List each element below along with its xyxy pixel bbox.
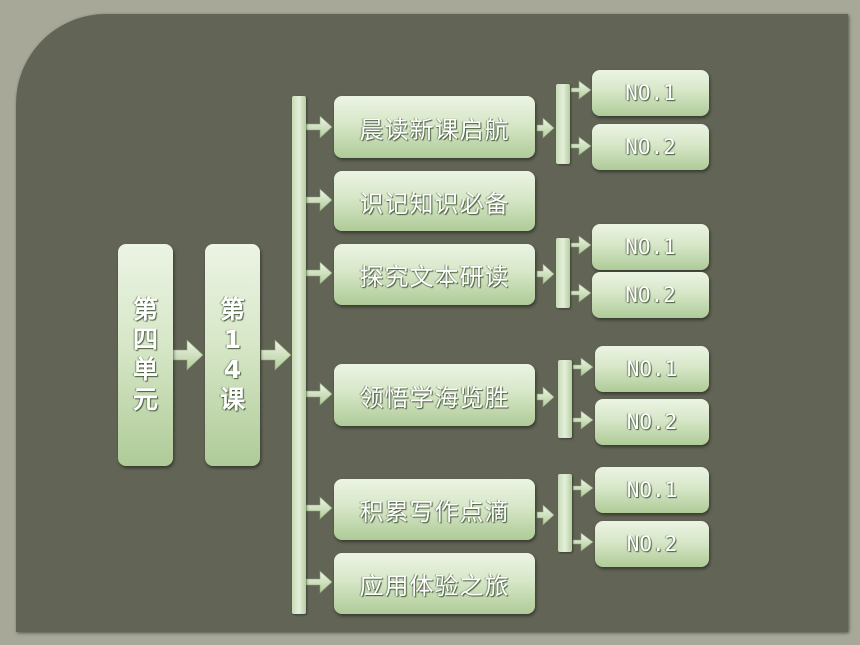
arrow-bar-to-section-3 bbox=[305, 261, 333, 285]
arrow-sub-4-no1 bbox=[572, 357, 594, 377]
unit-box: 第 四 单 元 bbox=[118, 244, 173, 466]
section-3-no1-box: NO.1 bbox=[592, 224, 709, 270]
lesson-char-2: 1 bbox=[223, 325, 242, 354]
section-box-4: 领悟学海览胜 bbox=[334, 364, 535, 426]
section-box-6: 应用体验之旅 bbox=[334, 553, 535, 614]
arrow-section-3-to-sub bbox=[536, 263, 555, 285]
arrow-root-to-lesson bbox=[172, 339, 204, 371]
sub-bracket-bar-3 bbox=[556, 238, 570, 308]
arrow-sub-3-no1 bbox=[570, 235, 592, 255]
lesson-char-1: 第 bbox=[219, 295, 245, 324]
section-box-1: 晨读新课启航 bbox=[334, 96, 535, 158]
unit-char-3: 单 bbox=[132, 355, 158, 384]
arrow-sub-4-no2 bbox=[572, 410, 594, 430]
arrow-sub-5-no1 bbox=[572, 478, 594, 498]
unit-char-4: 元 bbox=[132, 385, 158, 414]
lesson-box: 第 1 4 课 bbox=[205, 244, 260, 466]
section-4-no1-box: NO.1 bbox=[595, 346, 709, 392]
section-3-no2-box: NO.2 bbox=[592, 272, 709, 318]
section-box-5: 积累写作点滴 bbox=[334, 479, 535, 540]
arrow-section-1-to-sub bbox=[536, 117, 555, 139]
lesson-char-3: 4 bbox=[223, 355, 242, 384]
arrow-sub-1-no1 bbox=[570, 80, 592, 100]
section-box-3: 探究文本研读 bbox=[334, 244, 535, 305]
arrow-sub-5-no2 bbox=[572, 532, 594, 552]
unit-char-2: 四 bbox=[132, 325, 158, 354]
main-bracket-bar bbox=[292, 96, 306, 614]
section-4-no2-box: NO.2 bbox=[595, 399, 709, 445]
arrow-section-5-to-sub bbox=[536, 504, 555, 526]
lesson-char-4: 课 bbox=[219, 385, 245, 414]
arrow-bar-to-section-1 bbox=[305, 115, 333, 139]
arrow-bar-to-section-4 bbox=[305, 382, 333, 406]
arrow-section-4-to-sub bbox=[536, 386, 555, 408]
arrow-sub-1-no2 bbox=[570, 136, 592, 156]
section-5-no1-box: NO.1 bbox=[595, 467, 709, 513]
section-5-no2-box: NO.2 bbox=[595, 521, 709, 567]
arrow-lesson-to-bar bbox=[260, 339, 292, 371]
sub-bracket-bar-5 bbox=[558, 474, 572, 552]
arrow-bar-to-section-5 bbox=[305, 496, 333, 520]
section-1-no2-box: NO.2 bbox=[592, 124, 709, 170]
unit-char-1: 第 bbox=[132, 295, 158, 324]
arrow-bar-to-section-6 bbox=[305, 570, 333, 594]
arrow-bar-to-section-2 bbox=[305, 188, 333, 212]
section-1-no1-box: NO.1 bbox=[592, 70, 709, 116]
section-box-2: 识记知识必备 bbox=[334, 171, 535, 231]
arrow-sub-3-no2 bbox=[570, 283, 592, 303]
sub-bracket-bar-1 bbox=[556, 84, 570, 164]
sub-bracket-bar-4 bbox=[558, 360, 572, 438]
